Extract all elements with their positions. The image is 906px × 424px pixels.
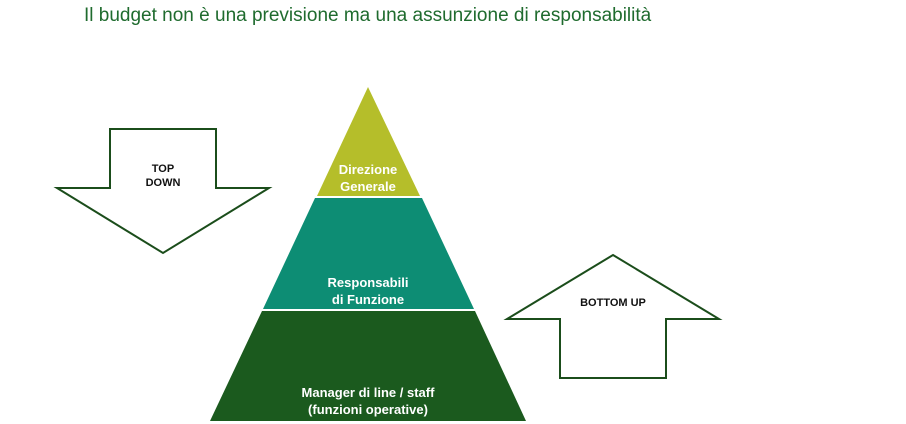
pyramid-middle-label-line1: Responsabili [328, 275, 409, 290]
pyramid-top-label-line1: Direzione [339, 162, 398, 177]
responsibility-pyramid: Direzione Generale Responsabili di Funzi… [210, 87, 526, 421]
top-down-arrow: TOP DOWN [53, 128, 273, 255]
pyramid-middle-label-line2: di Funzione [332, 292, 404, 307]
pyramid-level-top [317, 87, 420, 196]
pyramid-level-bottom [210, 311, 526, 421]
page-title: Il budget non è una previsione ma una as… [84, 5, 652, 26]
top-down-arrow-shape [53, 128, 273, 255]
pyramid-level-middle [263, 198, 474, 309]
bottom-up-arrow-shape [503, 253, 723, 379]
top-down-label-line1: TOP [152, 163, 174, 175]
pyramid-bottom-label-line1: Manager di line / staff [302, 385, 436, 400]
bottom-up-arrow: BOTTOM UP [503, 253, 723, 379]
top-down-label-line2: DOWN [146, 177, 181, 189]
bottom-up-label: BOTTOM UP [580, 297, 646, 309]
pyramid-bottom-label-line2: (funzioni operative) [308, 402, 428, 417]
pyramid-top-label-line2: Generale [340, 179, 396, 194]
